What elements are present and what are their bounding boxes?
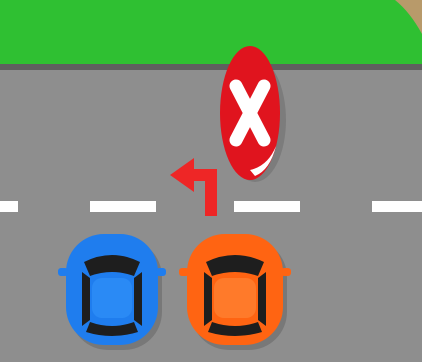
car-side-window [134, 272, 142, 326]
car-roof [214, 278, 256, 318]
car-mirror [179, 268, 189, 276]
car-side-window [82, 272, 90, 326]
road-edge [0, 64, 422, 70]
car-side-window [204, 272, 212, 326]
lane-dash [372, 201, 422, 212]
lane-dash [0, 201, 18, 212]
car-mirror [58, 268, 68, 276]
lane-dash [234, 201, 300, 212]
car-mirror [156, 268, 166, 276]
grass-verge [0, 0, 422, 66]
car-mirror [281, 268, 291, 276]
lane-dash [90, 201, 156, 212]
car-roof [92, 278, 132, 318]
car-side-window [258, 272, 266, 326]
